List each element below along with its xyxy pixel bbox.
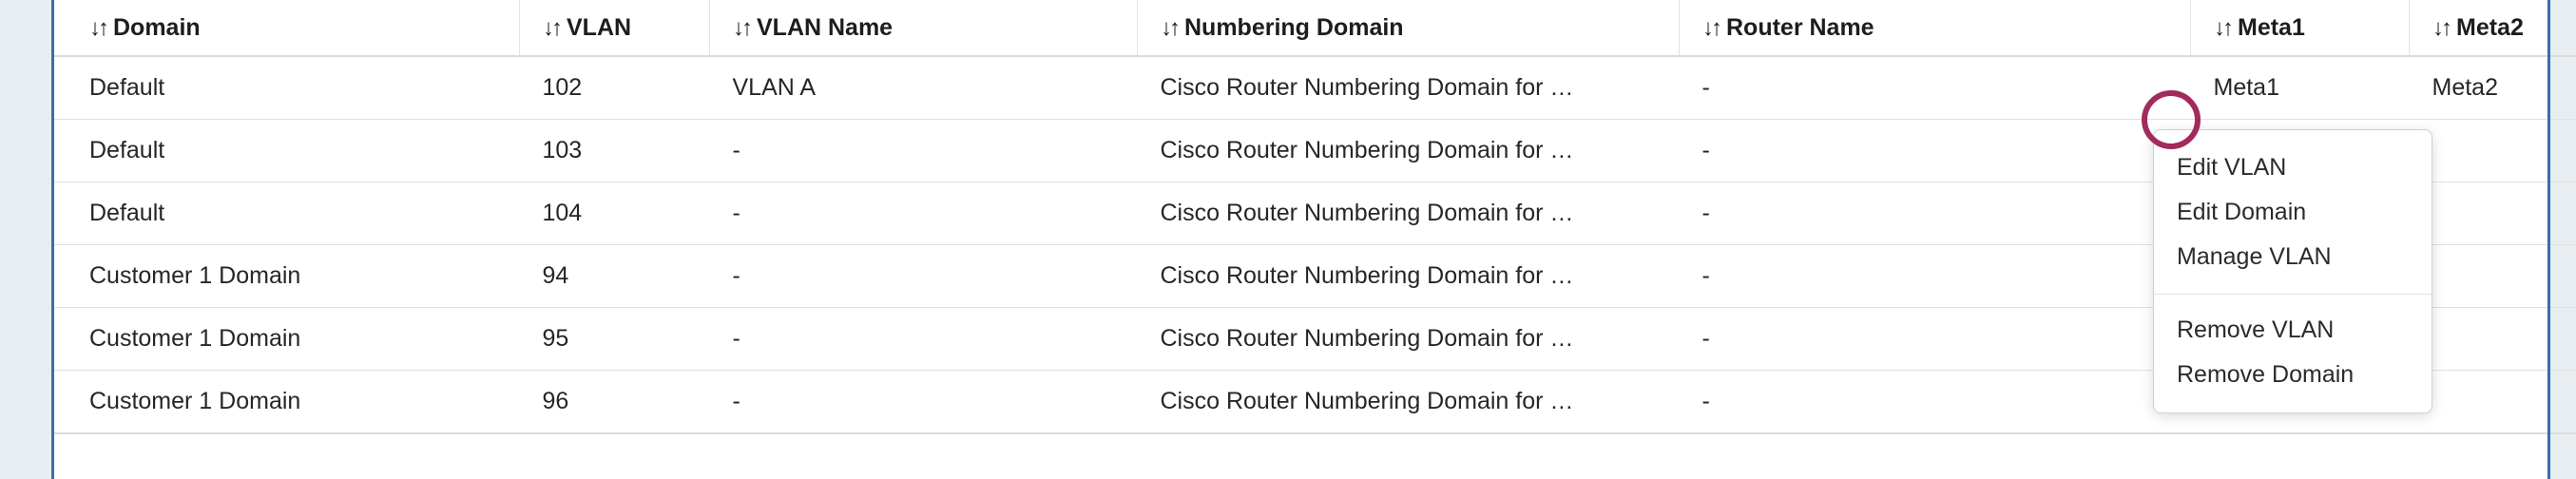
sort-updown-icon[interactable]: ↓↑ [2432,14,2452,41]
cell-meta2 [2409,119,2576,182]
cell-numbering-domain: Cisco Router Numbering Domain for … [1137,119,1680,182]
cell-numbering-domain: Cisco Router Numbering Domain for … [1137,307,1680,371]
table-panel: ↓↑Domain ↓↑VLAN ↓↑VLAN Name ↓↑Numbering … [54,0,2576,479]
menu-item-edit-domain[interactable]: Edit Domain [2177,199,2307,225]
cell-numbering-domain: Cisco Router Numbering Domain for … [1137,370,1680,434]
column-header-numbering-domain[interactable]: ↓↑Numbering Domain [1137,0,1680,57]
menu-item-remove-vlan[interactable]: Remove VLAN [2177,316,2335,343]
cell-meta2 [2409,244,2576,308]
column-header-router-name-label: Router Name [1726,13,1874,41]
menu-item-manage-vlan[interactable]: Manage VLAN [2177,243,2332,270]
sort-updown-icon[interactable]: ↓↑ [543,14,563,41]
cell-domain: Default [54,56,520,120]
table-row[interactable]: Customer 1 Domain 96 - Cisco Router Numb… [54,370,2576,434]
cell-domain: Default [54,182,520,245]
cell-vlan-name: - [709,119,1138,182]
sort-updown-icon[interactable]: ↓↑ [733,14,753,41]
column-header-domain[interactable]: ↓↑Domain [54,0,520,57]
column-header-router-name[interactable]: ↓↑Router Name [1679,0,2191,57]
cell-meta2 [2409,370,2576,434]
cell-vlan: 94 [519,244,710,308]
vlan-table: ↓↑Domain ↓↑VLAN ↓↑VLAN Name ↓↑Numbering … [54,0,2576,434]
cell-domain: Customer 1 Domain [54,307,520,371]
menu-item-edit-vlan[interactable]: Edit VLAN [2177,154,2287,181]
column-header-vlan-name[interactable]: ↓↑VLAN Name [709,0,1138,57]
cell-domain: Customer 1 Domain [54,244,520,308]
cell-domain: Default [54,119,520,182]
cell-router-name: - [1679,307,2191,371]
cell-meta2: Meta2 [2409,56,2576,120]
cell-router-name: - [1679,119,2191,182]
column-header-meta1[interactable]: ↓↑Meta1 [2190,0,2410,57]
left-frame-rail [51,0,54,479]
menu-divider [2154,294,2432,295]
sort-updown-icon[interactable]: ↓↑ [1161,14,1181,41]
cell-router-name: - [1679,56,2191,120]
cell-vlan: 95 [519,307,710,371]
cell-router-name: - [1679,182,2191,245]
column-header-meta1-label: Meta1 [2238,13,2305,41]
column-header-vlan-name-label: VLAN Name [757,13,894,41]
cell-numbering-domain: Cisco Router Numbering Domain for … [1137,182,1680,245]
column-header-numbering-domain-label: Numbering Domain [1184,13,1404,41]
sort-updown-icon[interactable]: ↓↑ [2214,14,2234,41]
sort-updown-icon[interactable]: ↓↑ [89,14,109,41]
cell-vlan: 103 [519,119,710,182]
column-header-vlan[interactable]: ↓↑VLAN [519,0,710,57]
row-actions-context-menu: Edit VLAN Edit Domain Manage VLAN Remove… [2153,129,2432,413]
cell-vlan-name: VLAN A [709,56,1138,120]
sort-updown-icon[interactable]: ↓↑ [1702,14,1722,41]
cell-meta1: Meta1 [2190,56,2410,120]
cell-meta2 [2409,307,2576,371]
cell-vlan-name: - [709,307,1138,371]
cell-vlan-name: - [709,370,1138,434]
column-header-meta2[interactable]: ↓↑Meta2 [2409,0,2576,57]
cell-meta2 [2409,182,2576,245]
table-header-row: ↓↑Domain ↓↑VLAN ↓↑VLAN Name ↓↑Numbering … [54,0,2576,57]
cell-vlan-name: - [709,182,1138,245]
cell-domain: Customer 1 Domain [54,370,520,434]
table-body: Default 102 VLAN A Cisco Router Numberin… [54,56,2576,434]
cell-numbering-domain: Cisco Router Numbering Domain for … [1137,56,1680,120]
column-header-meta2-label: Meta2 [2456,13,2524,41]
menu-item-remove-domain[interactable]: Remove Domain [2177,361,2355,388]
cell-numbering-domain: Cisco Router Numbering Domain for … [1137,244,1680,308]
cell-vlan: 102 [519,56,710,120]
cell-vlan: 96 [519,370,710,434]
table-header: ↓↑Domain ↓↑VLAN ↓↑VLAN Name ↓↑Numbering … [54,0,2576,57]
cell-vlan-name: - [709,244,1138,308]
table-row[interactable]: Default 102 VLAN A Cisco Router Numberin… [54,56,2576,120]
column-header-vlan-label: VLAN [567,13,632,41]
column-header-domain-label: Domain [113,13,201,41]
cell-router-name: - [1679,244,2191,308]
right-frame-rail [2547,0,2550,479]
cell-router-name: - [1679,370,2191,434]
cell-vlan: 104 [519,182,710,245]
